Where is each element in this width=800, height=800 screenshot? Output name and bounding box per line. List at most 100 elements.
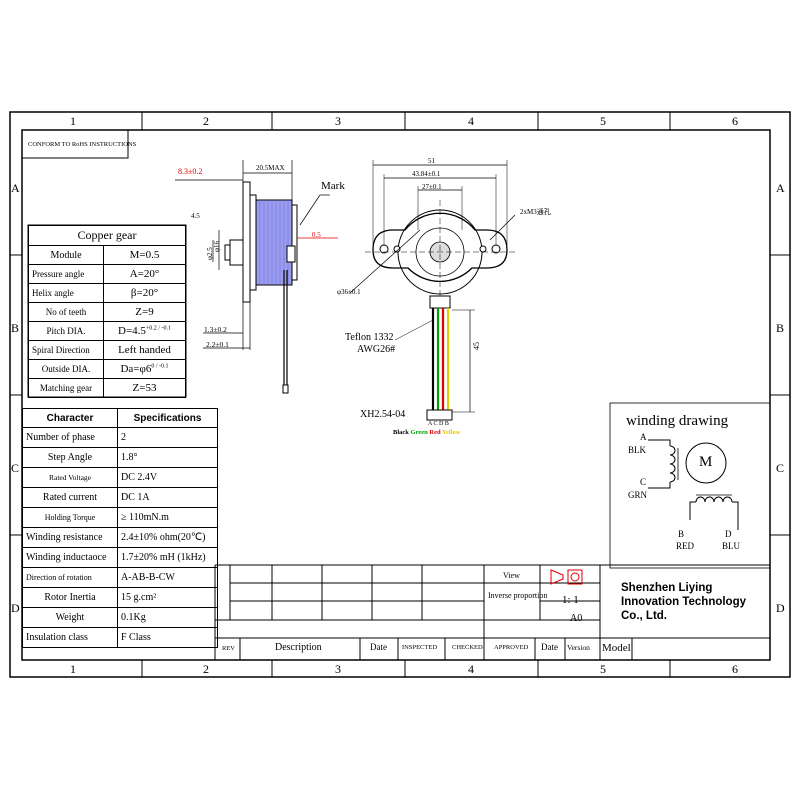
gear-table-title: Copper gear [28, 225, 186, 246]
tb-approved: APPROVED [494, 644, 529, 651]
wire-type-1: Teflon 1332 [345, 332, 394, 343]
spec-param: Weight [22, 607, 118, 628]
winding-b: B [678, 529, 685, 539]
gear-param: No of teeth [28, 302, 104, 322]
wire-type-2: AWG26# [357, 344, 396, 355]
spec-value: 15 g.cm² [117, 587, 218, 608]
lead-length: 45 [472, 342, 481, 350]
pitch-dia-value: D=4.5 [118, 325, 146, 337]
row-label: A [776, 181, 785, 195]
gear-value: Z=9 [103, 302, 186, 322]
mark-label: Mark [321, 180, 345, 192]
winding-blk: BLK [628, 445, 646, 455]
side-view [175, 160, 338, 394]
outside-dia-value: Da=φ6 [120, 363, 152, 375]
spec-value: F Class [117, 627, 218, 648]
row-label: B [11, 321, 20, 335]
spec-header-character: Character [22, 408, 118, 428]
tb-rev: REV [222, 645, 235, 652]
dim-2-2: 2.2±0.1 [206, 340, 229, 349]
wire-color-green: Green [410, 429, 428, 436]
spec-value: ≥ 110mN.m [117, 507, 218, 528]
projection-symbol [550, 569, 583, 585]
spec-param: Step Angle [22, 447, 118, 468]
dim-0-5: 0.5 [312, 231, 321, 239]
spec-param: Winding inductaoce [22, 547, 118, 568]
gear-param: Helix angle [28, 283, 104, 303]
grid-ticks [10, 112, 790, 677]
dim-phi2-5: φ2.5 [206, 247, 214, 260]
winding-diagram [648, 439, 739, 530]
spec-param: Winding resistance [22, 527, 118, 548]
column-label: 4 [468, 114, 474, 128]
pin-labels: A C D B [428, 421, 449, 427]
outside-dia-tol: 0 / -0.1 [151, 363, 169, 370]
row-label: B [776, 321, 785, 335]
winding-blu: BLU [722, 541, 740, 551]
gear-param: Spiral Direction [28, 340, 104, 360]
dim-1-3: 1.3±0.2 [204, 325, 227, 334]
spec-param: Direction of rotation [22, 567, 118, 588]
pitch-dia-tol: +0.2 / -0.1 [145, 325, 171, 332]
spec-value: 2.4±10% ohm(20℃) [117, 527, 218, 548]
spec-table: Character Specifications Number of phase… [22, 408, 218, 648]
row-label: C [11, 461, 20, 475]
tb-view: View [503, 571, 520, 580]
row-label: A [11, 181, 20, 195]
spec-param: Rated Voltage [22, 467, 118, 488]
column-label: 6 [732, 662, 738, 676]
spec-param: Holding Torque [22, 507, 118, 528]
gear-value: Left handed [103, 340, 186, 360]
column-label: 3 [335, 114, 341, 128]
gear-value: D=4.5+0.2 / -0.1 [103, 321, 186, 341]
spec-value: 1.7±20% mH (1kHz) [117, 547, 218, 568]
winding-red: RED [676, 541, 694, 551]
gear-value: Da=φ60 / -0.1 [103, 359, 186, 379]
tb-description: Description [275, 642, 322, 653]
gear-param: Pitch DIA. [28, 321, 104, 341]
gear-param: Outside DIA. [28, 359, 104, 379]
column-label: 2 [203, 114, 209, 128]
company-name-2: Innovation Technology [621, 596, 747, 608]
tb-checked: CHECKED [452, 644, 483, 651]
gear-value: β=20° [103, 283, 186, 303]
wire-color-black: Black [393, 429, 409, 436]
hole-note: 2xM3通孔 [520, 208, 551, 216]
spec-value: A-AB-B-CW [117, 567, 218, 588]
dim-phi16: φ16 [213, 240, 221, 252]
winding-a: A [640, 432, 647, 442]
spec-header-specifications: Specifications [117, 408, 218, 428]
wire-color-legend: Black Green Red Yellow [393, 429, 460, 437]
tb-version: Version [567, 643, 590, 652]
spec-value: 1.8° [117, 447, 218, 468]
dim-phi36: φ36±0.1 [337, 288, 361, 296]
dim-4-5: 4.5 [191, 212, 200, 220]
winding-c: C [640, 477, 647, 487]
column-label: 5 [600, 114, 606, 128]
gear-value: A=20° [103, 264, 186, 284]
tb-scale: 1: 1 [562, 594, 579, 606]
title-block [214, 564, 770, 660]
gear-value: M=0.5 [103, 245, 186, 265]
tb-proportion: Inverse proportion [488, 591, 548, 600]
dim-20-5: 20.5MAX [256, 164, 285, 172]
dim-51: 51 [428, 157, 435, 165]
winding-title: winding drawing [626, 413, 729, 429]
column-label: 6 [732, 114, 738, 128]
column-label: 5 [600, 662, 606, 676]
spec-value: 0.1Kg [117, 607, 218, 628]
column-label: 3 [335, 662, 341, 676]
tb-model: Model [602, 642, 631, 654]
rohs-box [21, 129, 129, 159]
winding-d: D [725, 529, 732, 539]
front-view [349, 160, 516, 421]
spec-param: Number of phase [22, 427, 118, 448]
gear-param: Matching gear [28, 378, 104, 398]
winding-frame [609, 402, 771, 569]
spec-param: Insulation class [22, 627, 118, 648]
row-label: D [11, 601, 20, 615]
column-label: 4 [468, 662, 474, 676]
column-label: 1 [70, 114, 76, 128]
